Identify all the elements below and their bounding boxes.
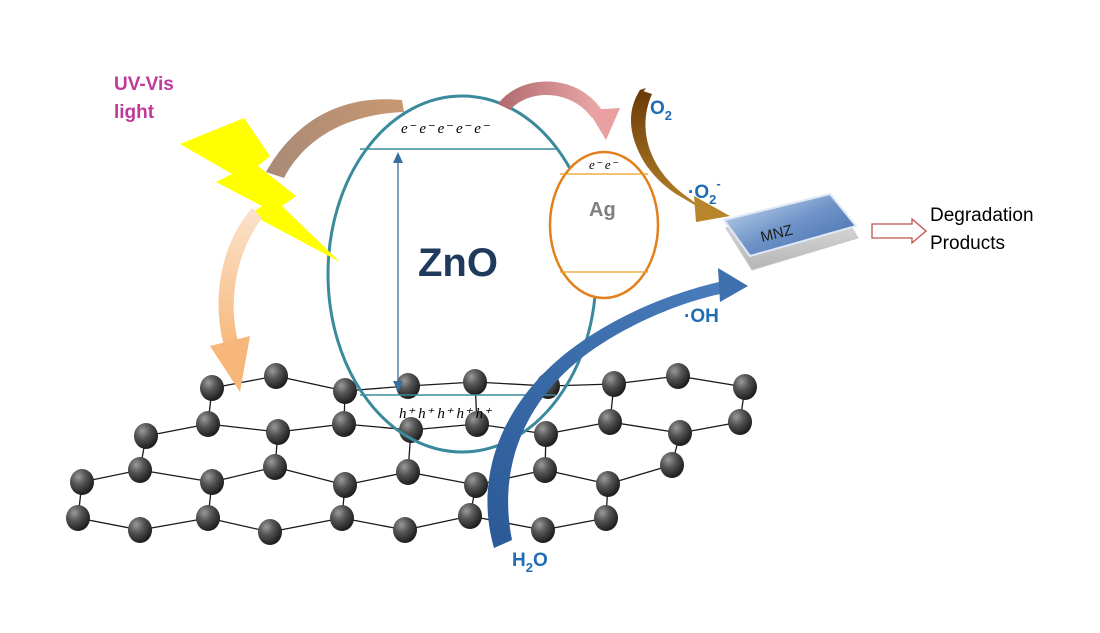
graphene-carbon-atom: [264, 363, 288, 389]
ag-outline: [548, 150, 660, 300]
graphene-carbon-atom: [393, 517, 417, 543]
graphene-carbon-atom: [733, 374, 757, 400]
graphene-carbon-atom: [200, 469, 224, 495]
graphene-carbon-atom: [396, 459, 420, 485]
graphene-carbon-atom: [196, 411, 220, 437]
lightning-bolt-icon: [180, 118, 340, 262]
graphene-atoms: [66, 363, 757, 545]
graphene-carbon-atom: [533, 457, 557, 483]
graphene-carbon-atom: [534, 421, 558, 447]
graphene-carbon-atom: [196, 505, 220, 531]
graphene-carbon-atom: [66, 505, 90, 531]
graphene-carbon-atom: [594, 505, 618, 531]
products-label-line2: Products: [930, 233, 1005, 254]
graphene-carbon-atom: [463, 369, 487, 395]
graphene-carbon-atom: [263, 454, 287, 480]
water-label: H2O: [512, 550, 548, 575]
hydroxyl-arrow-blue: [487, 268, 748, 548]
superoxide-label: ·O2-: [688, 176, 721, 207]
graphene-carbon-atom: [396, 373, 420, 399]
graphene-carbon-atom: [258, 519, 282, 545]
zno-holes-label: h⁺ h⁺ h⁺ h⁺ h⁺: [399, 406, 492, 422]
oxygen-label: O2: [650, 98, 672, 123]
graphene-carbon-atom: [602, 371, 626, 397]
zno-label: ZnO: [418, 241, 498, 285]
ag-electrons-label: e⁻ e⁻: [589, 157, 619, 172]
graphene-carbon-atom: [598, 409, 622, 435]
graphene-bond: [139, 469, 213, 483]
graphene-carbon-atom: [464, 472, 488, 498]
light-label-line2: light: [114, 102, 155, 123]
graphene-carbon-atom: [668, 420, 692, 446]
graphene-carbon-atom: [728, 409, 752, 435]
graphene-carbon-atom: [465, 411, 489, 437]
products-label-line1: Degradation: [930, 205, 1034, 226]
hydroxyl-radical-label: ·OH: [684, 306, 719, 327]
graphene-carbon-atom: [333, 472, 357, 498]
excitation-arrow-tan: [266, 99, 404, 178]
mnz-pollutant: MNZ: [723, 193, 859, 271]
light-label-line1: UV-Vis: [114, 74, 174, 95]
zno-particle: ZnO e⁻ e⁻ e⁻ e⁻ e⁻ h⁺ h⁺ h⁺ h⁺ h⁺: [326, 94, 598, 454]
charge-transfer-arrow-peach: [210, 208, 262, 392]
graphene-carbon-atom: [332, 411, 356, 437]
graphene-carbon-atom: [200, 375, 224, 401]
band-gap-arrowhead-down: [393, 381, 403, 392]
graphene-carbon-atom: [128, 517, 152, 543]
graphene-carbon-atom: [330, 505, 354, 531]
graphene-carbon-atom: [666, 363, 690, 389]
graphene-carbon-atom: [596, 471, 620, 497]
ag-label: Ag: [589, 199, 616, 221]
graphene-carbon-atom: [531, 517, 555, 543]
ag-particle: Ag e⁻ e⁻: [548, 150, 660, 300]
graphene-bond: [269, 517, 343, 533]
graphene-carbon-atom: [70, 469, 94, 495]
graphene-carbon-atom: [660, 452, 684, 478]
oxygen-reduction-arrow-brown: [630, 88, 730, 222]
degradation-arrow-icon: [871, 217, 927, 245]
band-gap-arrowhead-up: [393, 152, 403, 163]
graphene-carbon-atom: [333, 378, 357, 404]
graphene-carbon-atom: [134, 423, 158, 449]
electron-transfer-arrow-pink: [498, 81, 620, 140]
graphene-carbon-atom: [266, 419, 290, 445]
zno-electrons-label: e⁻ e⁻ e⁻ e⁻ e⁻: [401, 121, 490, 137]
graphene-bonds: [77, 375, 746, 533]
graphene-carbon-atom: [128, 457, 152, 483]
graphene-carbon-atom: [458, 503, 482, 529]
